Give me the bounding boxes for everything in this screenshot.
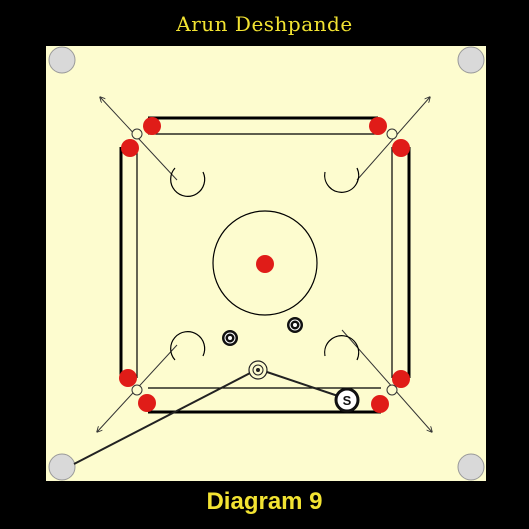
striker-label: S <box>343 393 352 408</box>
pocket-bottom-left <box>48 453 76 481</box>
pocket-top-left <box>48 46 76 74</box>
diagram-caption: Diagram 9 <box>206 488 323 515</box>
red-coin <box>143 117 161 135</box>
author-name: Arun Deshpande <box>176 12 353 36</box>
center-circle <box>212 210 318 316</box>
red-coin <box>369 117 387 135</box>
pocket-top-right <box>457 46 485 74</box>
base-red-coins <box>119 117 410 413</box>
shot-path <box>73 368 348 465</box>
arrow-circles <box>170 167 360 361</box>
red-coin <box>392 370 410 388</box>
red-coin <box>138 394 156 412</box>
red-coin <box>121 139 139 157</box>
red-coin <box>119 369 137 387</box>
diagonal-markers <box>131 128 398 396</box>
white-coin <box>248 360 268 380</box>
black-coin <box>222 330 238 346</box>
black-coins <box>222 317 303 346</box>
pocket-bottom-right <box>457 453 485 481</box>
striker: S <box>334 387 360 413</box>
red-coin <box>392 139 410 157</box>
black-coin <box>287 317 303 333</box>
base-lines <box>119 116 411 414</box>
center-red-coin <box>256 255 274 273</box>
red-coin <box>371 395 389 413</box>
